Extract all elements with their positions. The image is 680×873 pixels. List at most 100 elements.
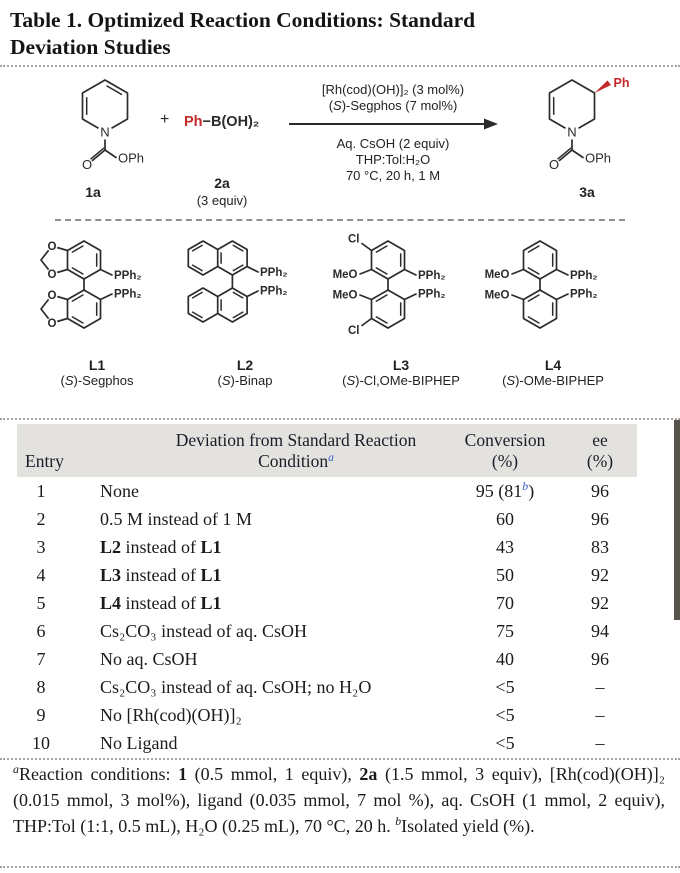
compound-label-2a: 2a [214, 175, 230, 191]
reaction-arrow [289, 118, 498, 130]
cell-ee: 94 [591, 620, 609, 641]
cell-conversion: 60 [496, 508, 514, 529]
header-deviation-line2: Conditiona [258, 451, 334, 471]
ligand-card-l2: PPh₂ PPh₂ L2 (S)-Binap [170, 230, 320, 388]
footnote: aReaction conditions: 1 (0.5 mmol, 1 equ… [13, 762, 666, 836]
cell-deviation: Cs₂CO₃ instead of aq. CsOH; no H₂O [100, 676, 372, 697]
divider-above-table [0, 418, 680, 420]
compound-label-3a: 3a [579, 184, 595, 200]
atom-label-pph2: PPh₂ [260, 286, 287, 298]
table-row: 1 None 95 (81b) 96 [17, 477, 637, 505]
atom-label-cl: Cl [348, 325, 360, 337]
cell-deviation: None [100, 480, 139, 501]
table-header: Entry Deviation from Standard Reaction C… [17, 424, 637, 477]
header-ee-line2: (%) [586, 451, 614, 471]
atom-label-pph2: PPh₂ [570, 270, 597, 282]
table-row: 10 No Ligand <5 – [17, 729, 637, 757]
atom-label-meo: MeO [333, 269, 358, 281]
table-row: 7 No aq. CsOH 40 96 [17, 645, 637, 673]
cell-entry: 5 [36, 592, 46, 613]
atom-label-o: O [549, 157, 559, 172]
header-ee: ee (%) [563, 430, 637, 472]
cell-ee: 96 [591, 480, 609, 501]
cell-entry: 2 [36, 508, 46, 529]
cell-conversion: <5 [495, 676, 515, 697]
cell-conversion: 70 [496, 592, 514, 613]
cell-deviation: L3 instead of L1 [100, 564, 222, 585]
atom-label-ph-red: Ph [614, 76, 630, 90]
structure-3a: Ph N O OPh [548, 76, 630, 172]
atom-label-oph: OPh [585, 151, 611, 166]
ligand-name-l4: (S)-OMe-BIPHEP [502, 373, 604, 388]
ligand-id-l4: L4 [544, 357, 562, 373]
cell-deviation: L4 instead of L1 [100, 592, 222, 613]
atom-label-pph2: PPh₂ [418, 270, 445, 282]
atom-label-pph2: PPh₂ [418, 289, 445, 301]
atom-label-cl: Cl [348, 234, 360, 246]
atom-label-meo: MeO [333, 290, 358, 302]
plus-sign: + [160, 111, 170, 128]
cell-deviation: No aq. CsOH [100, 648, 198, 669]
ligand-id-l3: L3 [392, 357, 410, 373]
atom-label-n: N [100, 125, 109, 140]
cell-entry: 8 [36, 676, 46, 697]
cell-entry: 1 [36, 480, 46, 501]
ligand-card-l4: MeO MeO PPh₂ PPh₂ L4 (S)-OMe-BIPHEP [478, 230, 628, 388]
ligand-id-l2: L2 [236, 357, 254, 373]
cell-ee: – [595, 732, 605, 753]
table-title-line2: Deviation Studies [10, 35, 171, 59]
cell-conversion: 43 [496, 536, 514, 557]
header-deviation: Deviation from Standard Reaction Conditi… [65, 430, 447, 472]
scheme-ligand-separator [55, 219, 625, 221]
table-row: 9 No [Rh(cod)(OH)]₂ <5 – [17, 701, 637, 729]
ligand-id-l1: L1 [88, 357, 106, 373]
cell-entry: 9 [36, 704, 46, 725]
cell-conversion: 75 [496, 620, 514, 641]
ligand-name-l1: (S)-Segphos [60, 373, 134, 388]
atom-label-o: O [48, 241, 57, 253]
cell-deviation: 0.5 M instead of 1 M [100, 508, 252, 529]
atom-label-o: O [82, 157, 92, 172]
atom-label-pph2: PPh₂ [260, 267, 287, 279]
header-deviation-line1: Deviation from Standard Reaction [175, 430, 417, 450]
table-row: 5 L4 instead of L1 70 92 [17, 589, 637, 617]
ligand-name-l2: (S)-Binap [217, 373, 273, 388]
table-row: 8 Cs₂CO₃ instead of aq. CsOH; no H₂O <5 … [17, 673, 637, 701]
cell-ee: 83 [591, 536, 609, 557]
table-row: 4 L3 instead of L1 50 92 [17, 561, 637, 589]
table-row: 3 L2 instead of L1 43 83 [17, 533, 637, 561]
atom-label-pph2: PPh₂ [114, 289, 141, 301]
atom-label-o: O [48, 318, 57, 330]
table-title-line1: Table 1. Optimized Reaction Conditions: … [10, 8, 476, 32]
divider-below-table [0, 758, 680, 760]
cell-ee: 96 [591, 648, 609, 669]
header-conversion-line1: Conversion [464, 430, 546, 450]
cell-conversion: 50 [496, 564, 514, 585]
atom-label-pph2: PPh₂ [114, 270, 141, 282]
cell-ee: 96 [591, 508, 609, 529]
condition-below-3: 70 °C, 20 h, 1 M [345, 168, 441, 183]
atom-label-pph2: PPh₂ [570, 289, 597, 301]
atom-label-oph: OPh [118, 151, 144, 166]
header-entry: Entry [25, 451, 64, 471]
ligand-card-l3: Cl MeO MeO Cl PPh₂ PPh₂ L3 (S)-Cl,OMe-BI… [326, 230, 476, 389]
cell-entry: 7 [36, 648, 46, 669]
cell-deviation: No [Rh(cod)(OH)]₂ [100, 704, 242, 725]
cell-deviation: No Ligand [100, 732, 178, 753]
divider-top [0, 65, 680, 67]
cell-ee: 92 [591, 592, 609, 613]
atom-label-o: O [48, 290, 57, 302]
cell-ee: 92 [591, 564, 609, 585]
ligand-card-l1: O O O O PPh₂ PPh₂ L1 (S)-Segphos [22, 230, 172, 388]
cell-entry: 3 [36, 536, 46, 557]
divider-bottom [0, 866, 680, 868]
atom-label-meo: MeO [485, 290, 510, 302]
cell-conversion: 95 (81b) [475, 478, 535, 501]
compound-label-1a: 1a [85, 184, 101, 200]
ligand-structure-l1: O O O O PPh₂ PPh₂ [40, 240, 141, 330]
table-row: 6 Cs₂CO₃ instead of aq. CsOH 75 94 [17, 617, 637, 645]
header-ee-line1: ee [592, 430, 608, 450]
table-body: 1 None 95 (81b) 96 2 0.5 M instead of 1 … [17, 477, 637, 757]
condition-below-2: THP:Tol:H₂O [355, 152, 431, 167]
